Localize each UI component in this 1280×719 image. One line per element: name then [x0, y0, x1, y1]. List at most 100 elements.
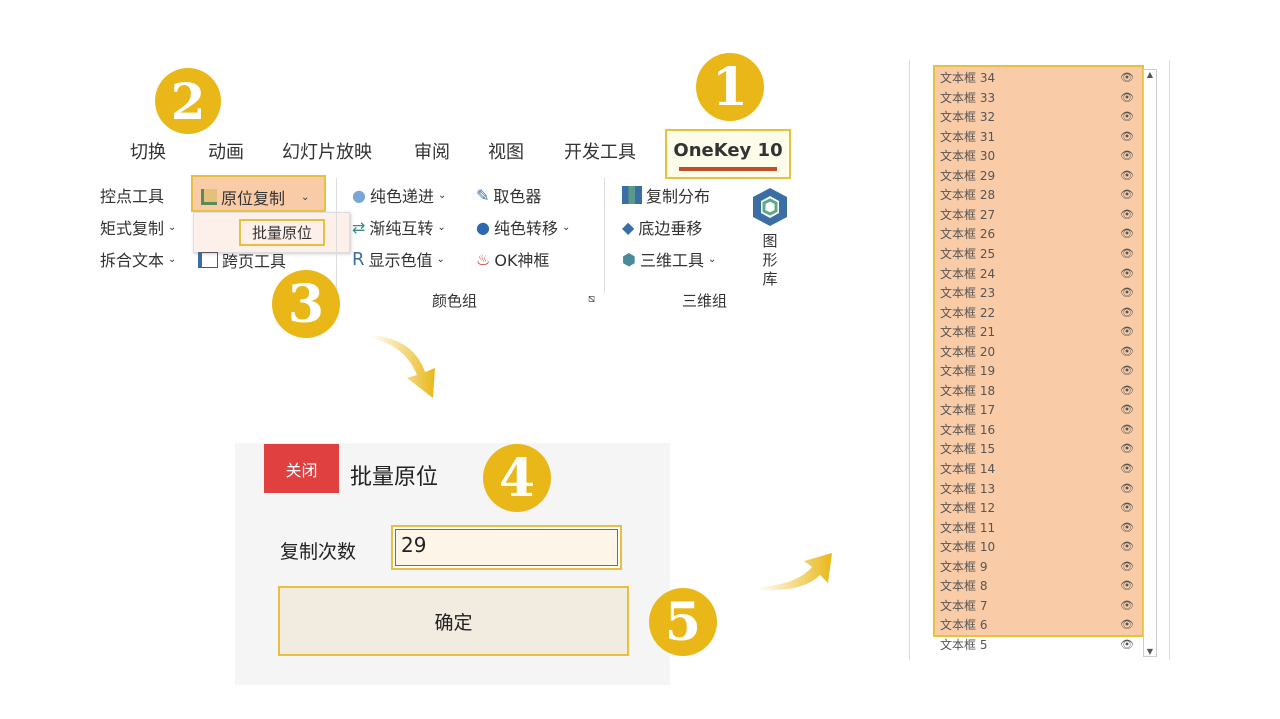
split-merge-text[interactable]: 拆合文本⌄ — [100, 247, 176, 271]
eye-icon[interactable]: 👁 — [1120, 422, 1134, 436]
selection-list-item[interactable]: 文本框 5👁 — [940, 635, 1140, 654]
eye-icon[interactable]: 👁 — [1120, 344, 1134, 358]
ok-button[interactable]: 确定 — [278, 586, 629, 656]
eye-icon[interactable]: 👁 — [1120, 364, 1134, 378]
selection-list-item[interactable]: 文本框 31👁 — [940, 127, 1140, 146]
selection-list-item[interactable]: 文本框 9👁 — [940, 557, 1140, 576]
item-label: 文本框 29 — [940, 168, 996, 183]
item-label: 文本框 32 — [940, 110, 996, 125]
eye-icon[interactable]: 👁 — [1120, 149, 1134, 163]
selection-list-item[interactable]: 文本框 19👁 — [940, 361, 1140, 380]
dialog-launcher-icon[interactable]: ⧅ — [588, 292, 595, 305]
selection-list-item[interactable]: 文本框 6👁 — [940, 615, 1140, 634]
scroll-up-icon[interactable]: ▲ — [1146, 70, 1154, 79]
selection-list-item[interactable]: 文本框 28👁 — [940, 185, 1140, 204]
selection-list-item[interactable]: 文本框 25👁 — [940, 244, 1140, 263]
eye-icon[interactable]: 👁 — [1120, 305, 1134, 319]
selected-items-highlight — [933, 65, 1144, 637]
bottom-align-move[interactable]: ◆底边垂移 — [622, 215, 702, 239]
eye-icon[interactable]: 👁 — [1120, 520, 1134, 534]
tab-onekey[interactable]: OneKey 10 — [665, 129, 791, 179]
eye-icon[interactable]: 👁 — [1120, 559, 1134, 573]
gradient-solid-swap[interactable]: ⇄渐纯互转⌄ — [352, 215, 446, 239]
selection-list-item[interactable]: 文本框 32 👁 — [940, 107, 1140, 126]
selection-list-item[interactable]: 文本框 7👁 — [940, 596, 1140, 615]
scrollbar[interactable]: ▲ ▼ — [1143, 69, 1157, 657]
close-button[interactable]: 关闭 — [264, 444, 339, 493]
tab-developer[interactable]: 开发工具 — [564, 142, 636, 163]
batch-in-place-item[interactable]: 批量原位 — [239, 219, 325, 246]
selection-list-item[interactable]: 文本框 29 👁 — [940, 166, 1140, 185]
selection-list-item[interactable]: 文本框 23👁 — [940, 283, 1140, 302]
in-place-copy-button[interactable]: 原位复制 ⌄ — [191, 175, 326, 212]
tab-slideshow[interactable]: 幻灯片放映 — [282, 142, 372, 163]
selection-list-item[interactable]: 文本框 15👁 — [940, 439, 1140, 458]
eye-icon[interactable]: 👁 — [1120, 246, 1134, 260]
eye-icon[interactable]: 👁 — [1120, 383, 1134, 397]
copy-count-label: 复制次数 — [280, 541, 357, 563]
eye-icon[interactable]: 👁 — [1120, 481, 1134, 495]
eye-icon[interactable]: 👁 — [1120, 462, 1134, 475]
eye-icon[interactable]: 👁 — [1120, 540, 1134, 554]
color-picker[interactable]: ✎取色器 — [476, 183, 541, 207]
selection-list-item[interactable]: 文本框 34👁 — [940, 68, 1140, 87]
eye-icon[interactable]: 👁 — [1120, 207, 1134, 221]
3d-tools[interactable]: ⬢三维工具⌄ — [622, 247, 716, 271]
eye-icon[interactable]: 👁 — [1120, 501, 1134, 515]
eye-icon[interactable]: 👁 — [1120, 579, 1134, 593]
shape-library-button[interactable]: 图形库 — [748, 186, 792, 289]
tab-transition[interactable]: 切换 — [130, 142, 166, 163]
eye-icon[interactable]: 👁 — [1120, 71, 1134, 84]
selection-list-item[interactable]: 文本框 16👁 — [940, 420, 1140, 439]
solid-gradient[interactable]: ●纯色递进⌄ — [352, 183, 446, 207]
selection-list-item[interactable]: 文本框 22👁 — [940, 303, 1140, 322]
eye-icon[interactable]: 👁 — [1120, 637, 1134, 651]
selection-list-item[interactable]: 文本框 18👁 — [940, 381, 1140, 400]
scroll-down-icon[interactable]: ▼ — [1146, 647, 1154, 656]
selection-list-item[interactable]: 文本框 12👁 — [940, 498, 1140, 517]
eye-icon[interactable]: 👁 — [1120, 129, 1134, 143]
selection-list-item[interactable]: 文本框 24 👁 — [940, 264, 1140, 283]
eye-icon[interactable]: 👁 — [1120, 168, 1134, 182]
label: 渐纯互转 — [369, 219, 434, 238]
matrix-copy[interactable]: 矩式复制⌄ — [100, 215, 176, 239]
cross-page-tool[interactable]: 跨页工具 — [198, 248, 286, 272]
eye-icon[interactable]: 👁 — [1120, 403, 1134, 417]
chevron-down-icon: ⌄ — [168, 221, 177, 233]
eye-icon[interactable]: 👁 — [1120, 325, 1134, 339]
tab-animation[interactable]: 动画 — [208, 142, 244, 163]
tab-review[interactable]: 审阅 — [414, 142, 450, 163]
selection-list-item[interactable]: 文本框 30👁 — [940, 146, 1140, 165]
selection-list-item[interactable]: 文本框 27👁 — [940, 205, 1140, 224]
selection-list-item[interactable]: 文本框 21👁 — [940, 322, 1140, 341]
ok-frame[interactable]: ♨OK神框 — [476, 247, 549, 271]
eye-icon[interactable]: 👁 — [1120, 442, 1134, 456]
color-transfer[interactable]: ●纯色转移⌄ — [476, 215, 570, 239]
step-badge-2: 2 — [155, 68, 221, 134]
eye-icon[interactable]: 👁 — [1120, 227, 1134, 241]
copy-distribute[interactable]: 复制分布 — [622, 183, 710, 207]
copy-count-field[interactable]: 29 — [391, 525, 622, 570]
selection-list-item[interactable]: 文本框 17👁 — [940, 400, 1140, 419]
eye-icon[interactable]: 👁 — [1120, 266, 1134, 280]
control-point-tool[interactable]: 控点工具 — [100, 183, 164, 207]
item-label: 文本框 24 — [940, 266, 996, 281]
tab-view[interactable]: 视图 — [488, 142, 524, 163]
eye-icon[interactable]: 👁 — [1120, 110, 1134, 124]
selection-list-item[interactable]: 文本框 11👁 — [940, 518, 1140, 537]
selection-list-item[interactable]: 文本框 14👁 — [940, 459, 1140, 478]
eye-icon[interactable]: 👁 — [1120, 90, 1134, 104]
selection-list-item[interactable]: 文本框 26👁 — [940, 224, 1140, 243]
eye-icon[interactable]: 👁 — [1120, 618, 1134, 632]
selection-list-item[interactable]: 文本框 20👁 — [940, 342, 1140, 361]
selection-list-item[interactable]: 文本框 10👁 — [940, 537, 1140, 556]
eye-icon[interactable]: 👁 — [1120, 286, 1134, 300]
label: 显示色值 — [368, 251, 433, 270]
selection-list-item[interactable]: 文本框 13👁 — [940, 479, 1140, 498]
selection-list-item[interactable]: 文本框 8👁 — [940, 576, 1140, 595]
eye-icon[interactable]: 👁 — [1120, 598, 1134, 612]
selection-list-item[interactable]: 文本框 33 👁 — [940, 88, 1140, 107]
eye-icon[interactable]: 👁 — [1120, 188, 1134, 202]
item-label: 文本框 33 — [940, 90, 996, 105]
